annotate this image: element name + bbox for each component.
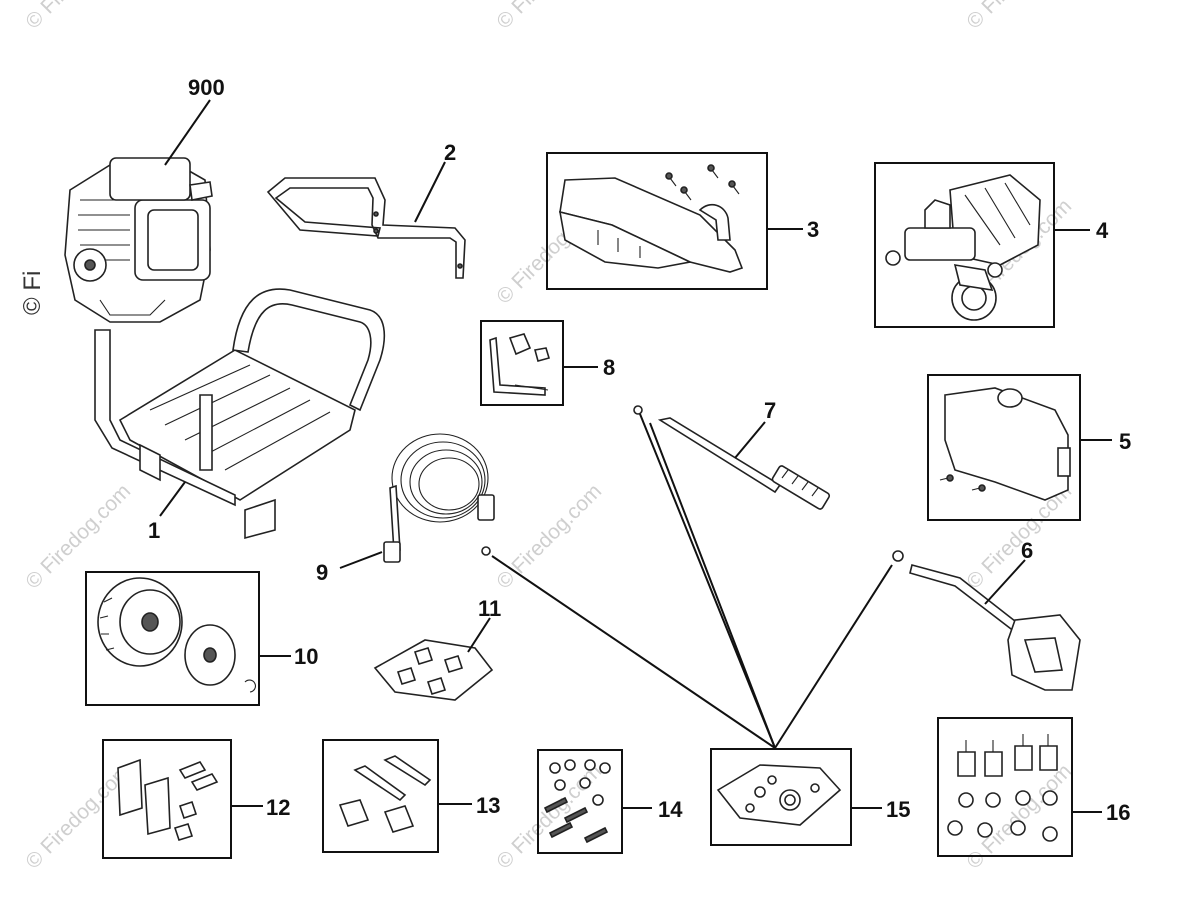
leader-line <box>734 421 766 459</box>
part-wand-illustration <box>633 405 831 510</box>
part-13-box <box>322 739 439 853</box>
part-handle-illustration <box>266 177 466 279</box>
leader-line <box>164 99 211 166</box>
leader-line <box>984 559 1026 605</box>
watermark: © Firedog.com <box>21 0 135 34</box>
part-isolators-nuts-illustration <box>947 734 1058 842</box>
callout-10: 10 <box>294 644 318 669</box>
watermark: © Firedog.com <box>492 480 606 594</box>
leader-line <box>467 617 491 653</box>
leader-line <box>639 413 776 749</box>
callout-8: 8 <box>603 355 615 380</box>
callout-16: 16 <box>1106 800 1130 825</box>
callout-14: 14 <box>658 797 683 822</box>
watermark: © Firedog.com <box>21 480 135 594</box>
callout-13: 13 <box>476 793 500 818</box>
part-fasteners-illustration <box>543 759 611 844</box>
leader-line <box>414 161 446 223</box>
watermark: © Firedog.com <box>492 760 606 874</box>
part-frame-illustration <box>94 288 386 540</box>
part-12-box <box>102 739 232 859</box>
callout-9: 9 <box>316 560 328 585</box>
callout-2: 2 <box>444 140 456 165</box>
leader-line <box>159 481 186 517</box>
leader-line <box>339 551 383 569</box>
part-bolts-knobs-illustration <box>338 755 432 833</box>
part-fuel-tank-illustration <box>939 387 1071 501</box>
watermark: © Firedog.com <box>962 480 1076 594</box>
part-feet-illustration <box>117 758 219 841</box>
part-hose-illustration <box>383 433 495 563</box>
part-wheel-illustration <box>97 577 256 693</box>
part-engine-illustration <box>64 157 213 323</box>
part-3-box <box>546 152 768 290</box>
part-o-ring-kit-illustration <box>716 764 842 826</box>
callout-3: 3 <box>807 217 819 242</box>
part-guard-illustration <box>558 164 744 273</box>
leader-line <box>491 555 776 749</box>
leader-line <box>649 422 776 749</box>
callout-7: 7 <box>764 398 776 423</box>
callout-1: 1 <box>148 518 160 543</box>
watermark-side: © Fi <box>19 271 46 315</box>
part-16-box <box>937 717 1073 857</box>
callout-11: 11 <box>478 596 501 621</box>
callout-15: 15 <box>886 797 910 822</box>
part-spray-gun-illustration <box>892 550 1081 691</box>
part-5-box <box>927 374 1081 521</box>
callout-5: 5 <box>1119 429 1131 454</box>
part-quick-connect-illustration <box>373 639 494 701</box>
part-15-box <box>710 748 852 846</box>
callout-4: 4 <box>1096 218 1109 243</box>
callout-900: 900 <box>188 75 225 100</box>
callout-12: 12 <box>266 795 290 820</box>
part-10-box <box>85 571 260 706</box>
watermark: © Firedog.com <box>962 0 1076 34</box>
watermark: © Firedog.com <box>492 0 606 34</box>
part-14-box <box>537 749 623 854</box>
leader-line <box>774 564 893 749</box>
callout-6: 6 <box>1021 538 1033 563</box>
part-pump-illustration <box>885 174 1041 321</box>
part-axle-kit-illustration <box>489 333 551 396</box>
part-4-box <box>874 162 1055 328</box>
part-8-box <box>480 320 564 406</box>
